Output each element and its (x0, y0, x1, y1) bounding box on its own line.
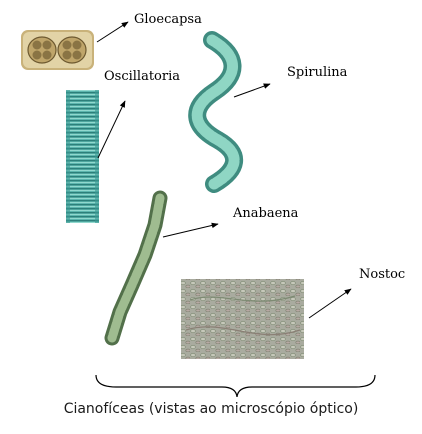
nostoc-image (181, 279, 304, 359)
oscillatoria-image (66, 90, 99, 223)
gloecapsa-pointer-arrow (96, 21, 129, 43)
oscillatoria-pointer-arrow (97, 100, 126, 159)
spirulina-pointer-arrow (233, 83, 271, 98)
anabaena-image (104, 190, 168, 346)
anabaena-pointer-arrow (162, 222, 219, 238)
oscillatoria-label: Oscillatoria (104, 69, 181, 84)
spirulina-image (188, 31, 244, 193)
anabaena-label: Anabaena (233, 206, 299, 221)
figure-caption: Cianofíceas (vistas ao microscópio óptic… (63, 401, 359, 417)
gloecapsa-image (21, 30, 94, 70)
grouping-brace (95, 374, 376, 398)
nostoc-pointer-arrow (308, 288, 352, 319)
nostoc-label: Nostoc (359, 267, 406, 282)
gloecapsa-label: Gloecapsa (134, 12, 202, 27)
spirulina-label: Spirulina (287, 65, 348, 80)
